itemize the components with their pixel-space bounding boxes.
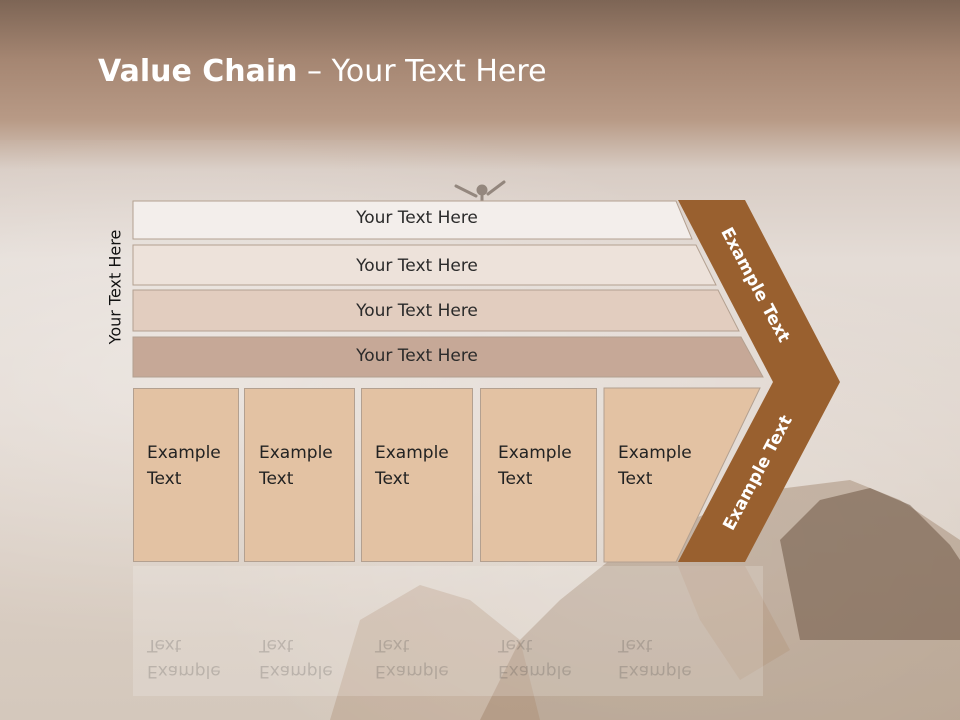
box-line-1: Example [498,443,572,463]
title-rest: – Your Text Here [297,54,547,89]
reflection-2: Example Text [259,632,333,684]
reflect-line-2: Text [375,635,410,655]
reflect-line-1: Example [618,661,692,681]
chevron-arrow [678,200,840,562]
example-box-2 [244,388,355,562]
example-box-5 [603,387,761,563]
row-label-2: Your Text Here [356,256,478,276]
reflection-1: Example Text [147,632,221,684]
reflect-line-1: Example [259,661,333,681]
reflect-line-1: Example [498,661,572,681]
reflection-4: Example Text [498,632,572,684]
example-box-4 [480,388,597,562]
slide-title: Value Chain – Your Text Here [98,54,547,89]
box-line-1: Example [375,443,449,463]
box-line-1: Example [259,443,333,463]
row-bar-2 [132,244,717,286]
reflection-fade [133,566,763,696]
box-line-1: Example [618,443,692,463]
reflect-line-1: Example [375,661,449,681]
example-box-3 [361,388,473,562]
row-bar-4 [132,336,764,378]
box-line-2: Text [498,469,533,489]
row-label-3: Your Text Here [356,301,478,321]
row-bar-3 [132,289,740,332]
box-line-2: Text [147,469,182,489]
reflect-line-1: Example [147,661,221,681]
box-line-2: Text [375,469,410,489]
reflection-3: Example Text [375,632,449,684]
row-label-4: Your Text Here [356,346,478,366]
box-line-2: Text [618,469,653,489]
example-box-1 [133,388,239,562]
box-line-2: Text [259,469,294,489]
reflection-5: Example Text [618,632,692,684]
reflect-line-2: Text [618,635,653,655]
title-bold: Value Chain [98,54,298,89]
row-label-1: Your Text Here [356,208,478,228]
reflect-line-2: Text [498,635,533,655]
box-line-1: Example [147,443,221,463]
chevron-reflection [678,566,790,680]
reflect-line-2: Text [147,635,182,655]
row-bar-1 [132,200,693,240]
reflect-line-2: Text [259,635,294,655]
